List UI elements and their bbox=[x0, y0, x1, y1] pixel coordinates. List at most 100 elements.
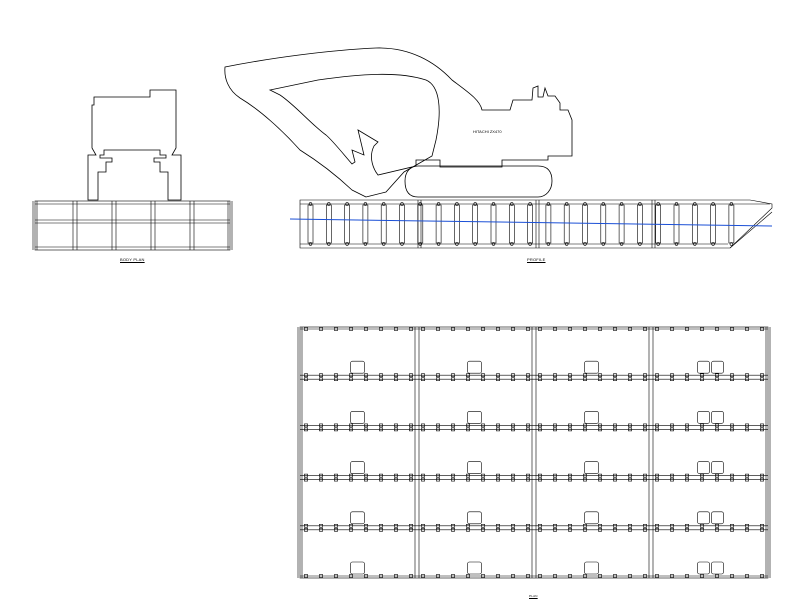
plan-manhole bbox=[467, 360, 482, 374]
plan-deck-fitting bbox=[496, 427, 500, 432]
plan-deck-fitting bbox=[409, 377, 413, 382]
profile-frame-web bbox=[454, 204, 460, 244]
plan-deck-fitting bbox=[628, 377, 632, 382]
plan-deck-fitting bbox=[583, 377, 587, 382]
plan-view bbox=[297, 326, 771, 579]
profile-title: PROFILE bbox=[527, 257, 546, 262]
profile-frame-web bbox=[417, 204, 424, 244]
plan-deck-fitting bbox=[319, 327, 323, 331]
plan-deck-fitting bbox=[745, 377, 749, 382]
plan-deck-fitting bbox=[628, 527, 632, 532]
plan-deck-fitting bbox=[745, 427, 749, 432]
plan-deck-fitting bbox=[538, 427, 542, 432]
excavator-side-silhouette bbox=[224, 47, 573, 198]
plan-deck-fitting bbox=[553, 377, 557, 382]
plan-manhole bbox=[467, 561, 482, 575]
plan-deck-fitting bbox=[598, 527, 602, 532]
plan-deck-fitting bbox=[568, 377, 572, 382]
plan-manhole bbox=[697, 561, 710, 575]
plan-deck-fitting bbox=[760, 377, 764, 382]
plan-deck-fitting bbox=[379, 477, 383, 482]
plan-deck-fitting bbox=[511, 527, 515, 532]
plan-deck-fitting bbox=[715, 327, 719, 331]
profile-frame-web bbox=[435, 204, 442, 244]
plan-deck-fitting bbox=[643, 527, 647, 532]
plan-deck-fitting bbox=[613, 327, 617, 331]
plan-deck-fitting bbox=[730, 377, 734, 382]
plan-manhole bbox=[697, 511, 710, 525]
plan-deck-fitting bbox=[700, 427, 704, 432]
plan-deck-fitting bbox=[670, 327, 674, 331]
plan-deck-fitting bbox=[394, 327, 398, 331]
plan-manhole bbox=[350, 461, 365, 474]
plan-deck-fitting bbox=[481, 527, 485, 532]
plan-deck-fitting bbox=[319, 527, 323, 532]
excavator-front-silhouette bbox=[87, 89, 182, 201]
plan-deck-fitting bbox=[685, 327, 689, 331]
plan-deck-fitting bbox=[715, 377, 719, 382]
profile-frame-web bbox=[307, 204, 314, 244]
profile-frame-web bbox=[563, 204, 570, 244]
plan-deck-fitting bbox=[745, 477, 749, 482]
plan-deck-fitting bbox=[553, 427, 557, 432]
plan-deck-fitting bbox=[409, 427, 413, 432]
plan-deck-fitting bbox=[655, 377, 659, 382]
plan-deck-fitting bbox=[349, 327, 353, 331]
plan-deck-fitting bbox=[643, 377, 647, 382]
plan-deck-fitting bbox=[319, 427, 323, 432]
plan-deck-fitting bbox=[628, 477, 632, 482]
plan-deck-fitting bbox=[511, 377, 515, 382]
plan-deck-fitting bbox=[670, 527, 674, 532]
plan-deck-fitting bbox=[583, 427, 587, 432]
plan-deck-fitting bbox=[334, 527, 338, 532]
plan-deck-fitting bbox=[394, 377, 398, 382]
plan-manhole bbox=[350, 561, 365, 575]
plan-deck-fitting bbox=[655, 327, 659, 331]
profile-frame-web bbox=[490, 204, 497, 244]
plan-deck-fitting bbox=[511, 327, 515, 331]
plan-deck-fitting bbox=[349, 477, 353, 482]
plan-manhole bbox=[350, 360, 365, 374]
plan-manhole bbox=[711, 411, 724, 424]
plan-deck-fitting bbox=[496, 477, 500, 482]
plan-deck-fitting bbox=[349, 377, 353, 382]
profile-frame-web bbox=[545, 204, 552, 244]
plan-deck-fitting bbox=[613, 377, 617, 382]
plan-deck-fitting bbox=[451, 477, 455, 482]
plan-deck-fitting bbox=[730, 527, 734, 532]
plan-deck-fitting bbox=[700, 327, 704, 331]
plan-deck-fitting bbox=[526, 427, 530, 432]
plan-deck-fitting bbox=[670, 427, 674, 432]
profile-frame-web bbox=[710, 204, 716, 244]
plan-manhole bbox=[467, 461, 482, 474]
plan-deck-fitting bbox=[553, 527, 557, 532]
plan-deck-fitting bbox=[700, 527, 704, 532]
plan-deck-fitting bbox=[451, 527, 455, 532]
plan-deck-fitting bbox=[745, 327, 749, 331]
profile-frame-web bbox=[362, 204, 369, 244]
plan-deck-fitting bbox=[643, 327, 647, 331]
plan-deck-fitting bbox=[700, 377, 704, 382]
plan-deck-fitting bbox=[538, 377, 542, 382]
plan-deck-fitting bbox=[436, 327, 440, 331]
body-plan-frame bbox=[32, 200, 233, 251]
plan-deck-fitting bbox=[421, 327, 425, 331]
plan-deck-fitting bbox=[394, 427, 398, 432]
plan-deck-fitting bbox=[538, 527, 542, 532]
plan-deck-fitting bbox=[319, 377, 323, 382]
plan-deck-fitting bbox=[568, 527, 572, 532]
plan-deck-fitting bbox=[421, 477, 425, 482]
plan-deck-fitting bbox=[496, 327, 500, 331]
plan-deck-fitting bbox=[451, 377, 455, 382]
plan-deck-fitting bbox=[466, 477, 470, 482]
plan-deck-fitting bbox=[598, 427, 602, 432]
plan-deck-fitting bbox=[760, 427, 764, 432]
plan-outline bbox=[299, 326, 769, 579]
profile-frame-web bbox=[472, 204, 479, 244]
plan-deck-fitting bbox=[304, 427, 308, 432]
profile-frame-web bbox=[344, 204, 350, 244]
plan-deck-fitting bbox=[526, 377, 530, 382]
body-plan-outline bbox=[34, 200, 231, 251]
excavator-crawler-track bbox=[404, 165, 553, 198]
